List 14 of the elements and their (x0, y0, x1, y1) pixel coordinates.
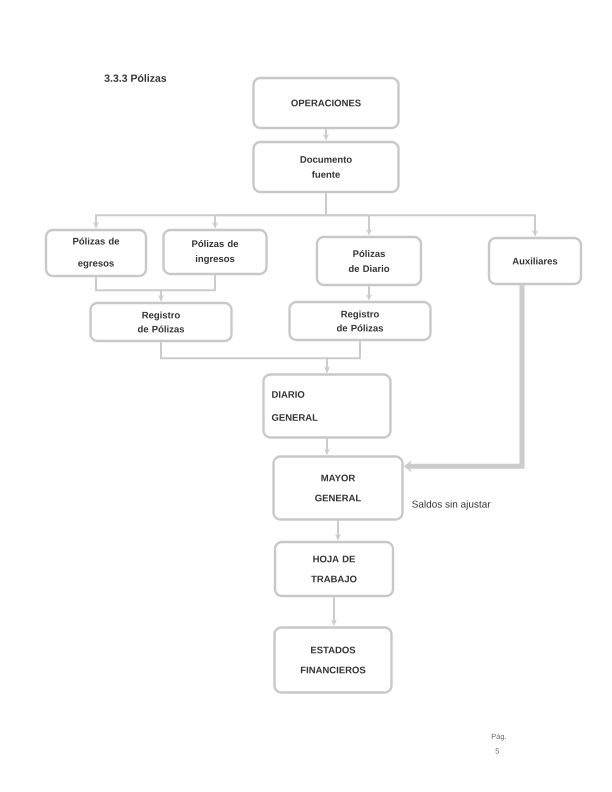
process-box: Registro de Pólizas (89, 302, 233, 342)
process-box: Registro de Pólizas (288, 300, 432, 342)
side-note: Saldos sin ajustar (412, 500, 490, 510)
process-box: OPERACIONES (252, 76, 400, 130)
process-box: DIARIO GENERAL (262, 373, 392, 439)
process-box: Documento fuente (252, 140, 400, 194)
process-box: Pólizas de ingresos (162, 228, 268, 276)
process-box: Pólizas de Diario (316, 236, 422, 286)
process-box: Auxiliares (488, 236, 582, 286)
process-box: Pólizas de egresos (44, 228, 148, 278)
process-box: HOJA DE TRABAJO (274, 540, 394, 598)
process-box: ESTADOS FINANCIEROS (273, 626, 393, 694)
section-heading: 3.3.3 Pólizas (104, 74, 166, 82)
process-box: MAYOR GENERAL (272, 455, 404, 521)
